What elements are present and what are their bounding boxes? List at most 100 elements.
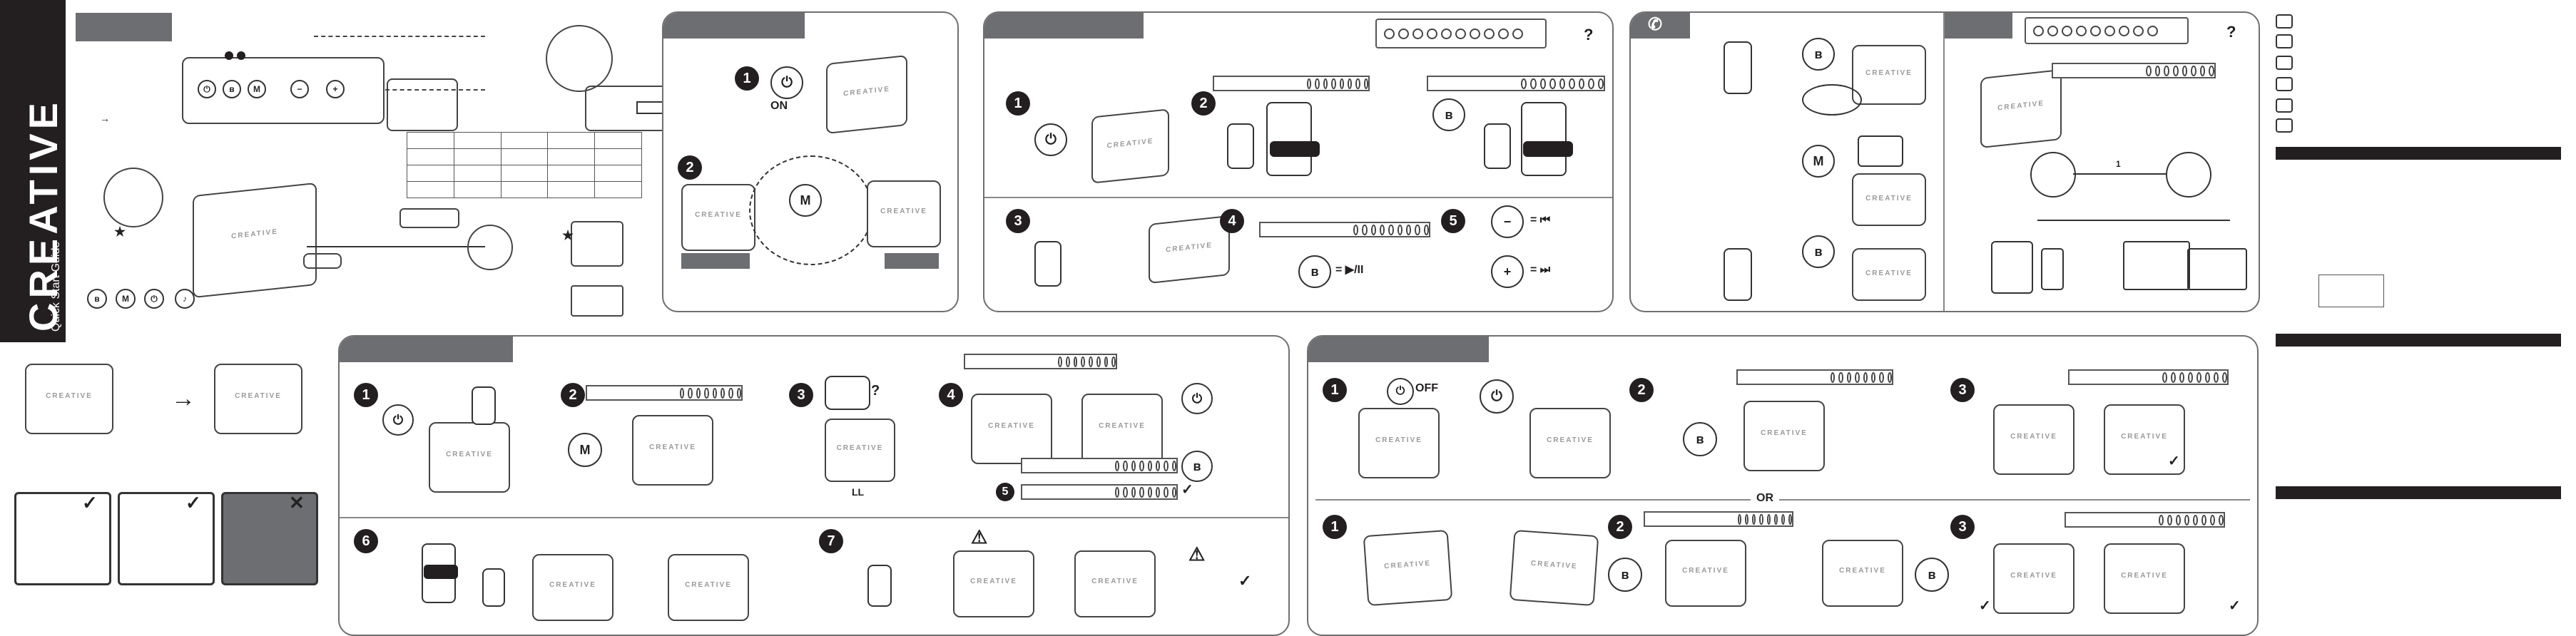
speaker-illustration: CREATIVE bbox=[1358, 408, 1440, 478]
speaker-brand: CREATIVE bbox=[1547, 436, 1594, 444]
speaker-brand: CREATIVE bbox=[231, 227, 278, 241]
divider bbox=[340, 517, 1288, 518]
led bbox=[1384, 28, 1395, 39]
cross-mark: ✕ bbox=[289, 492, 305, 513]
warning-icon: ⚠ bbox=[1188, 543, 1206, 565]
speaker-illustration: CREATIVE bbox=[1529, 408, 1611, 478]
question-mark: ? bbox=[871, 383, 880, 399]
phone-icon bbox=[1484, 123, 1511, 169]
led bbox=[1455, 28, 1466, 39]
step-number: 3 bbox=[1950, 378, 1975, 402]
divider bbox=[984, 197, 1612, 198]
bluetooth-panel: ? 1 ⏻ CREATIVE 2 ʙ 3 CREATIVE 4 ʙ = ▶/II… bbox=[983, 11, 1614, 312]
power-on-header bbox=[663, 13, 805, 39]
bluetooth-button-icon: ʙ bbox=[1915, 558, 1949, 592]
cable-label: 1 bbox=[2116, 159, 2121, 169]
bluetooth-icon: ʙ bbox=[223, 80, 241, 98]
check-mark: ✓ bbox=[2168, 453, 2180, 469]
step-number: 7 bbox=[819, 529, 843, 553]
speaker-illustration: CREATIVE bbox=[1665, 540, 1746, 607]
speaker-illustration: CREATIVE bbox=[1149, 215, 1230, 284]
led bbox=[1412, 28, 1423, 39]
bluetooth-button-icon: ʙ bbox=[1181, 451, 1213, 482]
phone-icon bbox=[482, 568, 505, 607]
next-track-label: = ⏭ bbox=[1530, 264, 1551, 276]
step-number: 1 bbox=[1006, 91, 1030, 116]
speaker-illustration: CREATIVE bbox=[2104, 543, 2185, 614]
mode-icon: M bbox=[248, 80, 266, 98]
play-pause-label: = ▶/II bbox=[1335, 264, 1364, 276]
check-mark: ✓ bbox=[2229, 598, 2241, 614]
speaker-brand: CREATIVE bbox=[446, 451, 493, 458]
step-number: 3 bbox=[1006, 209, 1030, 233]
warning-icon: ⚠ bbox=[971, 526, 988, 548]
step-number: 1 bbox=[1323, 378, 1347, 402]
power-button-icon: ⏻ bbox=[1387, 378, 1414, 405]
check-mark: ✓ bbox=[82, 492, 98, 513]
led-indicator-bar bbox=[1213, 76, 1370, 91]
speaker-brand: CREATIVE bbox=[2121, 433, 2168, 441]
speaker-brand: CREATIVE bbox=[1865, 195, 1913, 202]
star-mark: ★ bbox=[114, 225, 126, 239]
mode-tag-right bbox=[885, 253, 939, 269]
port-magnifier bbox=[546, 25, 613, 92]
question-mark: ? bbox=[1584, 26, 1594, 43]
arrow-mark: → bbox=[171, 385, 195, 412]
ll-label: LL bbox=[852, 486, 865, 498]
speaker-brand: CREATIVE bbox=[1530, 559, 1578, 571]
section-bar bbox=[2276, 486, 2561, 499]
speaker-illustration: CREATIVE bbox=[193, 182, 317, 299]
phone-icon bbox=[1227, 123, 1254, 169]
speaker-brand: CREATIVE bbox=[1865, 270, 1913, 277]
bluetooth-button-icon: ʙ bbox=[1802, 38, 1835, 71]
phone-icon bbox=[2041, 248, 2064, 290]
usb-cable bbox=[307, 246, 485, 247]
step-number: 2 bbox=[1629, 378, 1654, 402]
plus-button-icon: + bbox=[1491, 255, 1524, 288]
laptop-icon bbox=[2187, 248, 2247, 290]
stereo-header bbox=[340, 337, 513, 362]
step-number: 4 bbox=[1220, 209, 1244, 233]
scene-box bbox=[118, 492, 215, 585]
phone-call-icon: ✆ bbox=[1648, 15, 1663, 34]
led-indicator-bar bbox=[2068, 369, 2229, 385]
led-indicator-bar bbox=[1736, 369, 1893, 385]
check-mark: ✓ bbox=[1181, 482, 1193, 498]
speaker-brand: CREATIVE bbox=[1865, 69, 1913, 77]
speech-bubble bbox=[1802, 84, 1862, 116]
speaker-brand: CREATIVE bbox=[1839, 567, 1886, 575]
bluetooth-button-icon: ʙ bbox=[1608, 558, 1642, 592]
phone-icon bbox=[1724, 41, 1752, 94]
calls-header: ✆ bbox=[1631, 13, 1690, 39]
pairing-bar bbox=[424, 565, 458, 579]
speaker-brand: CREATIVE bbox=[2121, 572, 2168, 580]
lanyard-magnifier bbox=[103, 168, 163, 227]
check-mark: ✓ bbox=[1979, 598, 1991, 614]
speaker-illustration: CREATIVE bbox=[1081, 394, 1163, 464]
speaker-illustration: CREATIVE bbox=[1993, 404, 2074, 475]
led-indicator-bar bbox=[1375, 19, 1547, 48]
speaker-brand: CREATIVE bbox=[685, 581, 732, 589]
speaker-brand: CREATIVE bbox=[649, 443, 696, 451]
speaker-brand: CREATIVE bbox=[235, 392, 282, 400]
battery-icon bbox=[636, 101, 665, 114]
mode-button-icon: M bbox=[1802, 145, 1835, 178]
bluetooth-button-icon: ʙ bbox=[1802, 235, 1835, 268]
calls-aux-panel: ✆ ʙ CREATIVE M CREATIVE ʙ CREATIVE ? CRE… bbox=[1629, 11, 2260, 312]
aux-cable-box bbox=[399, 208, 459, 228]
led-grid-table bbox=[407, 132, 642, 198]
speaker-brand: CREATIVE bbox=[695, 211, 742, 219]
speaker-strap bbox=[303, 253, 342, 269]
bt-status-table bbox=[387, 78, 458, 131]
speaker-brand: CREATIVE bbox=[970, 578, 1017, 585]
speaker-brand: CREATIVE bbox=[549, 581, 596, 589]
led bbox=[1512, 28, 1523, 39]
speaker-illustration: CREATIVE bbox=[25, 364, 113, 434]
led-indicator-bar bbox=[1427, 76, 1605, 91]
language-icon bbox=[2276, 98, 2293, 113]
power-button-icon: ⏻ bbox=[382, 404, 414, 436]
bluetooth-button-icon: ʙ bbox=[1298, 255, 1331, 288]
speaker-brand: CREATIVE bbox=[1682, 567, 1729, 575]
speech-bubble bbox=[825, 376, 870, 410]
led-indicator-bar bbox=[1021, 458, 1178, 473]
